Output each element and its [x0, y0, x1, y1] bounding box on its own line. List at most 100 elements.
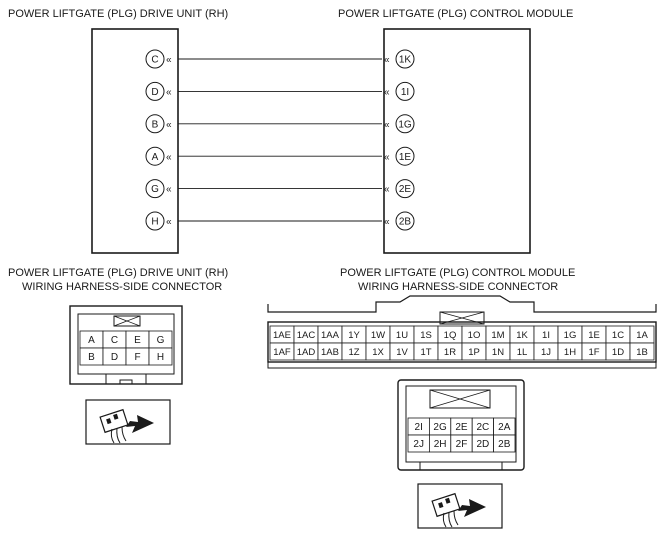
- module-pin-label: 1K: [399, 55, 412, 66]
- terminal-label: F: [134, 352, 140, 363]
- terminal-label: D: [111, 352, 118, 363]
- connector-cell: [629, 342, 655, 361]
- terminal-label: 1J: [541, 347, 551, 358]
- terminal-label: 1H: [564, 347, 576, 358]
- wire-group: C«1K«D«1I«B«1G«A«1E«G«2E«H«2B«: [145, 49, 415, 231]
- module-pin-circle: [395, 211, 415, 231]
- terminal-label: 2D: [477, 439, 490, 450]
- terminal-label: 1AF: [273, 347, 291, 358]
- drive-pin-label: H: [151, 217, 158, 228]
- terminal-label: 1I: [542, 330, 550, 341]
- wire-C-1K: C « 1K «: [145, 49, 415, 69]
- drive-pin-circle: [145, 49, 165, 69]
- module-connector-title-line2: WIRING HARNESS-SIDE CONNECTOR: [358, 281, 558, 293]
- drive-pin-label: A: [152, 152, 159, 163]
- drive-connector-title-line1: POWER LIFTGATE (PLG) DRIVE UNIT (RH): [8, 267, 228, 279]
- terminal-label: 2J: [413, 439, 424, 450]
- terminal-label: 1B: [636, 347, 648, 358]
- terminal-label: 1P: [468, 347, 480, 358]
- module-pin-circle: [395, 179, 415, 199]
- connector-chevron-icon: «: [384, 55, 390, 66]
- wire-H-2B: H«2B«: [145, 211, 415, 231]
- terminal-label: 1T: [420, 347, 431, 358]
- terminal-label: 1AA: [321, 330, 340, 341]
- terminal-label: 1K: [516, 330, 528, 341]
- connector-chevron-icon: «: [384, 87, 390, 98]
- connector-chevron-icon: «: [384, 184, 390, 195]
- terminal-label: 1R: [444, 347, 456, 358]
- terminal-label: 1AE: [273, 330, 291, 341]
- wire-D-1I: D«1I«: [145, 81, 415, 101]
- control-module-box: [383, 28, 531, 254]
- terminal-label: 2A: [498, 422, 511, 433]
- terminal-label: 1F: [588, 347, 599, 358]
- connector-chevron-icon: «: [384, 119, 390, 130]
- terminal-label: 1L: [517, 347, 528, 358]
- module-pin-circle: [395, 49, 415, 69]
- terminal-label: G: [157, 335, 165, 346]
- drive-pin-circle: [145, 211, 165, 231]
- drive-pin-circle: [145, 146, 165, 166]
- connector-chevron-icon: «: [384, 217, 390, 228]
- terminal-label: 1V: [396, 347, 408, 358]
- terminal-label: 1A: [636, 330, 648, 341]
- terminal-label: 2B: [498, 439, 511, 450]
- connector-chevron-icon: «: [166, 217, 172, 228]
- module-pin-circle: [395, 114, 415, 134]
- drive-pin-label: D: [151, 87, 158, 98]
- module-pin-label: 1G: [398, 119, 412, 130]
- terminal-label: 1AD: [297, 347, 316, 358]
- drive-connector-title-line2: WIRING HARNESS-SIDE CONNECTOR: [22, 281, 222, 293]
- terminal-label: 1AB: [321, 347, 339, 358]
- module-pin-circle: [395, 81, 415, 101]
- drive-pin-circle: [145, 114, 165, 134]
- terminal-label: 1C: [612, 330, 624, 341]
- terminal-label: 1M: [491, 330, 504, 341]
- terminal-label: 1G: [564, 330, 577, 341]
- terminal-label: 1N: [492, 347, 504, 358]
- connector-cell: [148, 347, 173, 366]
- drive-unit-title: POWER LIFTGATE (PLG) DRIVE UNIT (RH): [8, 8, 228, 20]
- drive-pin-circle: [145, 179, 165, 199]
- terminal-label: 1AC: [297, 330, 316, 341]
- terminal-label: 1Y: [348, 330, 360, 341]
- terminal-label: 1Q: [444, 330, 457, 341]
- drive-unit-box: [91, 28, 179, 254]
- terminal-label: 2E: [455, 422, 468, 433]
- terminal-label: 1O: [468, 330, 481, 341]
- terminal-label: 2H: [434, 439, 447, 450]
- terminal-label: 1E: [588, 330, 600, 341]
- terminal-label: 1X: [372, 347, 384, 358]
- module-pin-label: 2E: [399, 184, 412, 195]
- connector-chevron-icon: «: [166, 152, 172, 163]
- terminal-label: 1Z: [348, 347, 359, 358]
- terminal-label: A: [88, 335, 95, 346]
- wire-G-2E: G « 2E «: [145, 179, 415, 199]
- drive-pin-circle: [145, 81, 165, 101]
- terminal-label: E: [134, 335, 141, 346]
- connector-chevron-icon: «: [166, 87, 172, 98]
- terminal-label: 1W: [371, 330, 385, 341]
- module-connector-title-line1: POWER LIFTGATE (PLG) CONTROL MODULE: [340, 267, 575, 279]
- connector-chevron-icon: «: [166, 184, 172, 195]
- terminal-label: H: [157, 352, 164, 363]
- terminal-label: 2I: [415, 422, 423, 433]
- wire-B-1G: B«1G«: [145, 114, 415, 134]
- drive-pin-label: C: [151, 55, 158, 66]
- terminal-label: 2G: [433, 422, 447, 433]
- drive-pin-label: G: [151, 184, 159, 195]
- terminal-label: C: [111, 335, 118, 346]
- terminal-label: 1U: [396, 330, 408, 341]
- module-pin-label: 1E: [399, 152, 412, 163]
- harness-connector-view-icon: [417, 483, 503, 529]
- module-pin-circle: [395, 146, 415, 166]
- harness-connector-view-icon: [85, 399, 171, 445]
- terminal-label: 2C: [477, 422, 490, 433]
- connector-chevron-icon: «: [166, 55, 172, 66]
